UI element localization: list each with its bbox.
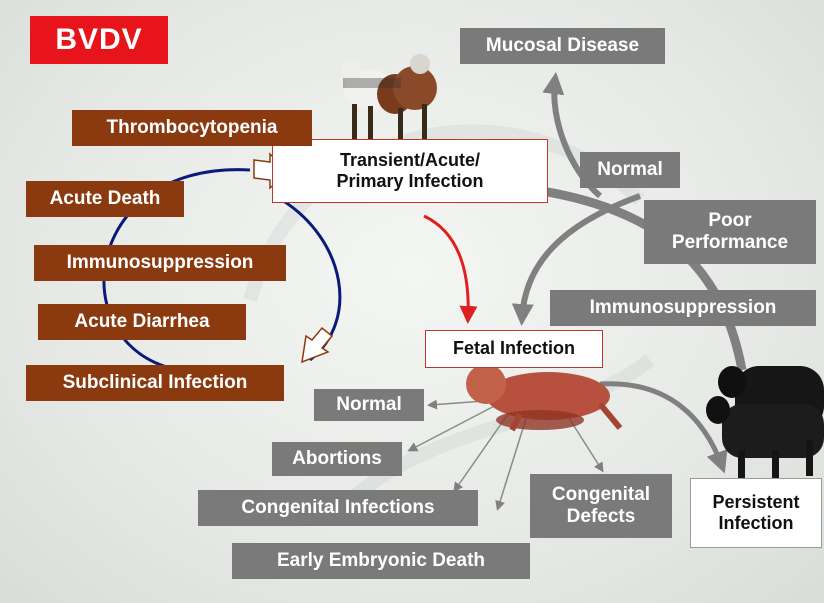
fetal-outcome-congenital-infections: Congenital Infections (198, 490, 478, 526)
fetal-outcome-congenital-defects: Congenital Defects (530, 474, 672, 538)
cycle-arrow-bottom (302, 328, 332, 362)
fetal-outcome-abortions: Abortions (272, 442, 402, 476)
red-arrow (424, 216, 468, 318)
acute-outcome-immunosuppression: Immunosuppression (34, 245, 286, 281)
acute-outcome-subclinical-infection: Subclinical Infection (26, 365, 284, 401)
acute-outcome-acute-diarrhea: Acute Diarrhea (38, 304, 246, 340)
persistent-outcome-mucosal-disease: Mucosal Disease (460, 28, 665, 64)
fetal-outcome-normal: Normal (314, 389, 424, 421)
cattle-icon (342, 54, 437, 140)
acute-outcome-thrombocytopenia: Thrombocytopenia (72, 110, 312, 146)
page-title: BVDV (30, 16, 168, 64)
black-cattle-icon (706, 366, 824, 480)
persistent-outcome-normal: Normal (580, 152, 680, 188)
persistent-outcome-immunosuppression: Immunosuppression (550, 290, 816, 326)
fetus-icon (466, 364, 620, 430)
persistent-outcome-poor-performance: Poor Performance (644, 200, 816, 264)
acute-outcome-acute-death: Acute Death (26, 181, 184, 217)
persistent-infection-node: Persistent Infection (690, 478, 822, 548)
fetal-outcome-early-embryonic-death: Early Embryonic Death (232, 543, 530, 579)
fetal-infection-node: Fetal Infection (425, 330, 603, 368)
transient-infection-node: Transient/Acute/ Primary Infection (272, 139, 548, 203)
